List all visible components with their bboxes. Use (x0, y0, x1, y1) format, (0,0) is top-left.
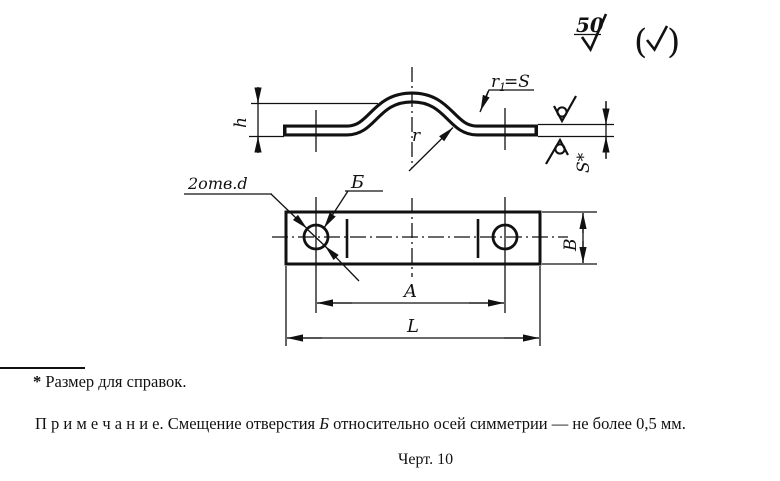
leader-holes: 2отв.d (184, 174, 360, 282)
note-after-hole: относительно осей симметрии — не более 0… (333, 414, 686, 433)
leader-r: r (408, 126, 454, 172)
a-label: A (402, 281, 417, 302)
note-before-hole: Смещение отверстия (167, 414, 316, 433)
footnote-text: * Размер для справок. (33, 372, 186, 392)
arrow-icon (479, 91, 490, 112)
arrow-icon (324, 245, 360, 282)
b-label: B (561, 239, 581, 253)
l-label: L (406, 316, 419, 337)
paren-close: ) (667, 22, 680, 62)
dimension-s: S* (574, 101, 610, 173)
check-icon (645, 25, 669, 52)
r1-base: r (491, 72, 500, 92)
alt-roughness-mark: ( ) (634, 22, 680, 62)
paren-open: ( (634, 22, 647, 62)
note-text: П р и м е ч а н и е. Смещение отверстия … (35, 414, 686, 434)
top-view: 2отв.d Б B A (184, 172, 597, 346)
hole-b-label: Б (350, 172, 364, 193)
circle-icon (556, 106, 568, 118)
circle-icon (554, 143, 566, 155)
figure-caption: Черт. 10 (398, 451, 454, 468)
surface-roughness-mark: 50 (574, 13, 608, 53)
footnote-body: Размер для справок. (45, 372, 187, 391)
leader-r1: r 1 =S (479, 72, 534, 113)
note-hole-label: Б (319, 414, 329, 433)
note-intro: П р и м е ч а н и е. (35, 414, 164, 433)
leader-line (408, 127, 454, 172)
footnote-asterisk: * (33, 372, 42, 391)
h-label: h (231, 117, 251, 128)
surface-finish-mark-bottom (545, 137, 569, 165)
holes-label: 2отв.d (187, 174, 248, 193)
plate-outline (284, 210, 542, 266)
r-label: r (412, 126, 421, 146)
dimension-a: A (317, 281, 504, 307)
dimension-l: L (285, 266, 541, 346)
arrow-icon (270, 193, 308, 229)
surface-finish-mark-top (553, 95, 577, 124)
leader-through-hole (306, 228, 327, 248)
leader-hole-b: Б (323, 172, 383, 229)
r1-subscript: 1 (499, 81, 506, 94)
leader-line (479, 89, 534, 113)
dimension-h: h (231, 87, 378, 153)
strap-profile-outer (283, 91, 538, 137)
check-icon (580, 13, 608, 53)
roughness-value: 50 (576, 13, 604, 37)
arrow-icon (323, 190, 349, 229)
s-star-label: S* (574, 152, 594, 173)
side-view: h r r 1 =S (231, 67, 614, 173)
r1-equals-s: =S (504, 72, 530, 92)
dimension-b: B (542, 211, 597, 265)
footnote-separator (0, 367, 85, 369)
